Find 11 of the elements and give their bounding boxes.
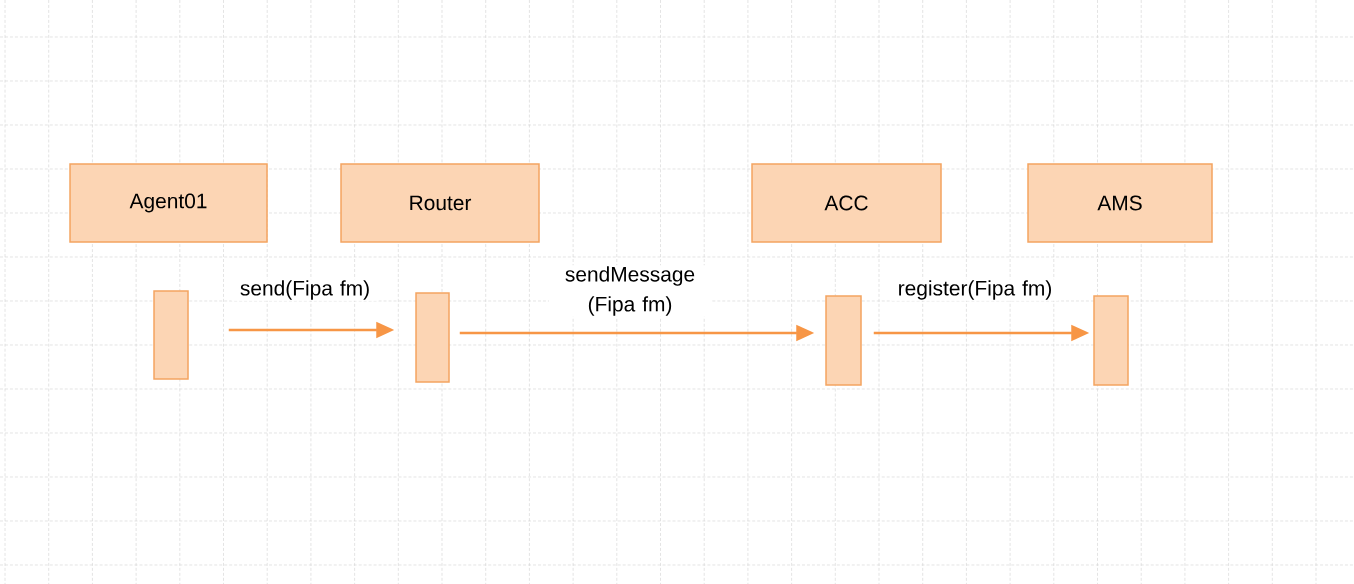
activation-bar	[1093, 295, 1129, 386]
edge-label: send(Fipa fm)	[240, 280, 369, 300]
activation-bar	[415, 292, 450, 383]
edge-label: register(Fipa fm)	[899, 280, 1051, 300]
lifeline-box: AMS	[1027, 163, 1213, 243]
lifeline-box: ACC	[751, 163, 942, 243]
edge-label: sendMessage (Fipa fm)	[565, 266, 695, 316]
lifeline-box: Router	[340, 163, 540, 243]
lifeline-box: Agent01	[69, 163, 268, 243]
activation-bar	[825, 295, 862, 386]
activation-bar	[153, 290, 189, 380]
